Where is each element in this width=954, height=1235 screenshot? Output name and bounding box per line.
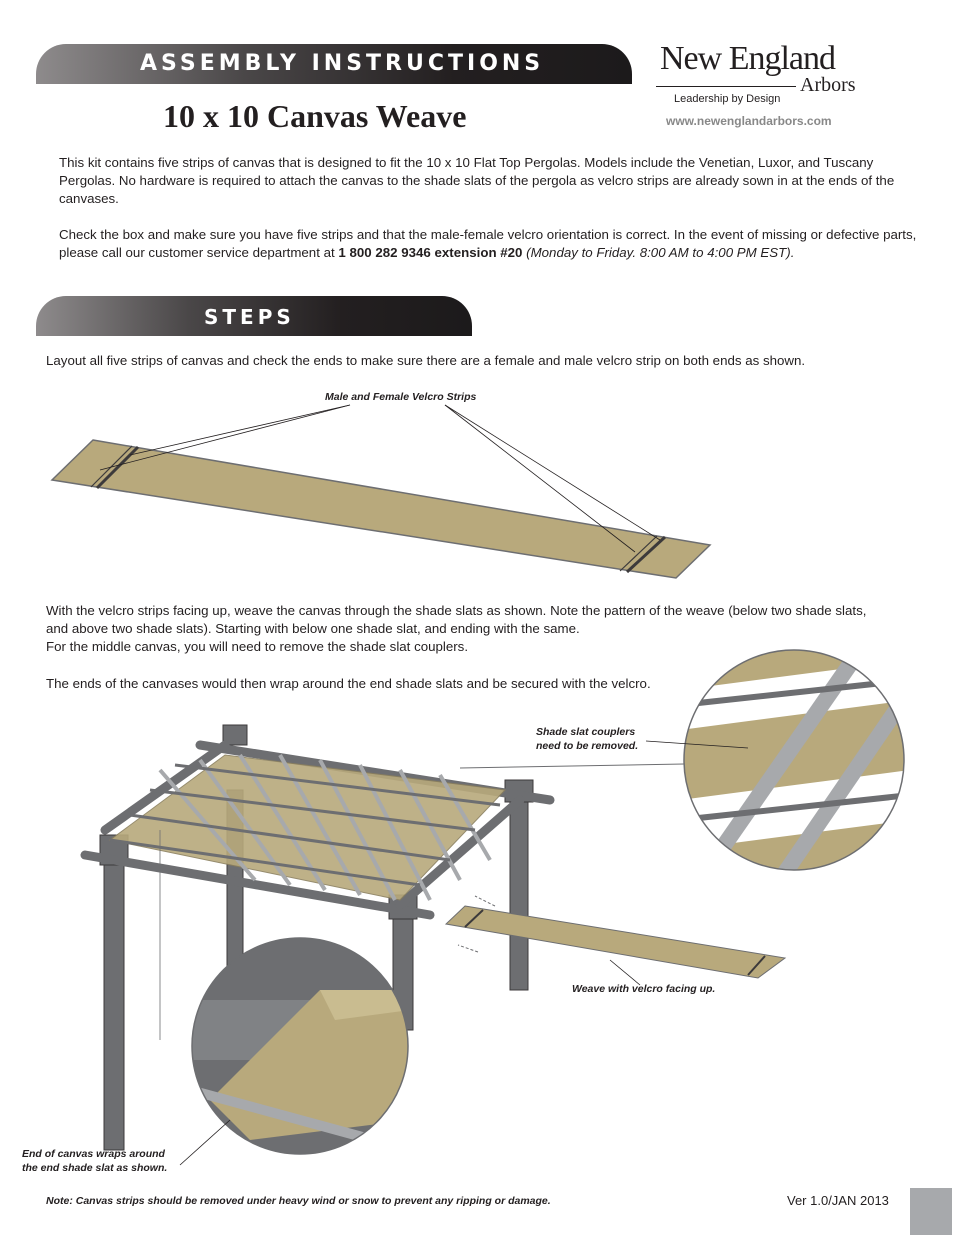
leader-line: [609, 959, 641, 986]
step-2-line-3: For the middle canvas, you will need to …: [46, 639, 469, 654]
intro-paragraph-2: Check the box and make sure you have fiv…: [59, 226, 924, 262]
page-title: 10 x 10 Canvas Weave: [163, 98, 467, 134]
post-back-right: [509, 789, 529, 991]
velcro-strip: [464, 909, 484, 928]
detail-wrap: [192, 938, 408, 1154]
leader-line: [444, 404, 636, 553]
steps-banner-label: STEPS: [204, 305, 295, 329]
pergola-rafters: [109, 763, 501, 887]
callout-couplers: Shade slat couplers need to be removed.: [536, 725, 638, 753]
phone-number: 1 800 282 9346 extension #20: [338, 245, 523, 260]
leader-line: [179, 1119, 231, 1166]
callout-couplers-line-1: Shade slat couplers: [536, 726, 636, 738]
leader-line: [129, 404, 351, 456]
leader-line: [99, 404, 351, 471]
post-front-left: [103, 859, 125, 1151]
leader-line: [444, 404, 661, 541]
intro-p2-text: Check the box and make sure you have fiv…: [59, 227, 917, 260]
version-label: Ver 1.0/JAN 2013: [787, 1193, 889, 1208]
step-2-line-2: and above two shade slats). Starting wit…: [46, 621, 580, 636]
office-hours: (Monday to Friday. 8:00 AM to 4:00 PM ES…: [526, 245, 795, 260]
loose-canvas-strip: [444, 905, 787, 979]
detail-circle: [683, 649, 905, 871]
callout-wrap-line-2: the end shade slat as shown.: [22, 1162, 168, 1174]
velcro-strip-left-2: [90, 445, 133, 488]
step-2-line-1: With the velcro strips facing up, weave …: [46, 603, 867, 618]
logo-sub: Arbors: [800, 74, 856, 96]
velcro-strip-right-1: [625, 535, 667, 574]
logo-rule: [656, 86, 796, 87]
logo-name: New England: [660, 40, 836, 77]
callout-couplers-line-2: need to be removed.: [536, 740, 639, 752]
brand-logo: New England Arbors Leadership by Design …: [656, 38, 876, 133]
direction-arrows: [457, 895, 496, 953]
callout-weave: Weave with velcro facing up.: [572, 983, 716, 995]
website-link[interactable]: www.newenglandarbors.com: [666, 114, 832, 128]
velcro-strip-left-1: [95, 445, 140, 490]
velcro-strip: [747, 955, 766, 976]
page-corner-box: [910, 1188, 952, 1235]
callout-velcro: Male and Female Velcro Strips: [325, 391, 477, 403]
detail-couplers: [684, 650, 904, 870]
callout-wrap-line-1: End of canvas wraps around: [22, 1148, 165, 1160]
post-cap-back-left: [222, 724, 248, 746]
step-3-text: The ends of the canvases would then wrap…: [46, 676, 651, 691]
steps-banner: STEPS: [36, 296, 472, 336]
canvas-strip: [50, 439, 712, 579]
footer-note: Note: Canvas strips should be removed un…: [46, 1195, 551, 1207]
canvas-weave: [108, 754, 507, 901]
leader-line: [645, 740, 749, 749]
header-banner: ASSEMBLY INSTRUCTIONS: [36, 44, 632, 84]
logo-tagline: Leadership by Design: [674, 93, 781, 105]
velcro-strip-right-2: [619, 535, 658, 572]
step-1-text: Layout all five strips of canvas and che…: [46, 353, 806, 368]
detail-connector: [459, 763, 685, 769]
header-banner-label: ASSEMBLY INSTRUCTIONS: [140, 51, 545, 76]
callout-wrap: End of canvas wraps around the end shade…: [22, 1147, 167, 1175]
detail-circle: [191, 937, 409, 1155]
intro-paragraph-1: This kit contains five strips of canvas …: [59, 155, 895, 206]
